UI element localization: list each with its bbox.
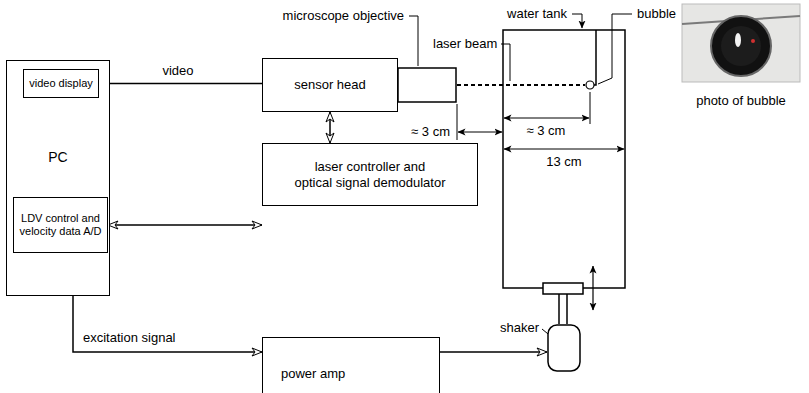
bubble <box>586 81 594 89</box>
connector-group <box>73 84 547 353</box>
motion-arrow <box>592 266 593 310</box>
node-text: laser controller and optical signal demo… <box>290 159 450 190</box>
node-text: shaker <box>500 320 539 336</box>
signal-connector <box>99 83 262 85</box>
controller-box: laser controller and optical signal demo… <box>262 143 478 206</box>
dimension-label: 13 cm <box>545 154 582 170</box>
dimension-tick <box>590 92 591 124</box>
shaker: shaker <box>547 324 581 372</box>
signal-connector <box>329 112 331 143</box>
part-label: water tank <box>506 6 568 22</box>
photo-laser-spot <box>751 39 755 43</box>
leader-line <box>572 14 582 28</box>
signal-label: video <box>161 63 194 79</box>
part-label: laser beam <box>432 36 498 52</box>
node-text: sensor head <box>294 77 366 93</box>
signal-label: excitation signal <box>82 330 177 346</box>
node-text: power amp <box>281 366 345 382</box>
bubble-holder <box>594 30 596 85</box>
part-label: bubble <box>636 6 677 22</box>
shaker-rod <box>566 294 568 324</box>
signal-connector <box>73 296 262 352</box>
dimension-line <box>504 118 589 119</box>
leader-line <box>598 14 632 84</box>
photo-bubble <box>711 16 771 76</box>
part-label: microscope objective <box>282 8 405 24</box>
water-tank <box>503 30 625 288</box>
daq-box: LDV control and velocity data A/D <box>13 197 108 253</box>
shaker-symbol <box>547 324 581 372</box>
leader-line <box>409 16 418 66</box>
dimension-tick <box>457 104 458 140</box>
node-text: video display <box>29 77 93 90</box>
computer-box: PC video displayLDV control and velocity … <box>6 60 110 296</box>
photo-bubble-core <box>721 26 761 66</box>
shaker-body <box>548 325 580 371</box>
amplifier-box: power amp <box>262 337 440 393</box>
laser-beam <box>457 84 585 86</box>
dimension-label: ≈ 3 cm <box>526 123 567 139</box>
signal-connector <box>440 351 547 353</box>
leader-line <box>501 44 510 81</box>
photo-frame <box>682 4 800 82</box>
dimension-line <box>458 132 502 133</box>
dimension-line <box>504 149 624 150</box>
signal-connector <box>108 224 262 226</box>
dimension-label: ≈ 3 cm <box>410 124 451 140</box>
photo-highlight <box>735 33 741 47</box>
node-text: LDV control and velocity data A/D <box>18 212 104 238</box>
display-box: video display <box>23 69 99 98</box>
shaker-rod <box>558 294 560 324</box>
caption-label: photo of bubble <box>695 93 787 109</box>
node-text: PC <box>7 149 109 166</box>
sensor-box: sensor head <box>262 58 398 112</box>
microscope-objective <box>398 68 456 102</box>
mount-plate <box>543 283 583 294</box>
